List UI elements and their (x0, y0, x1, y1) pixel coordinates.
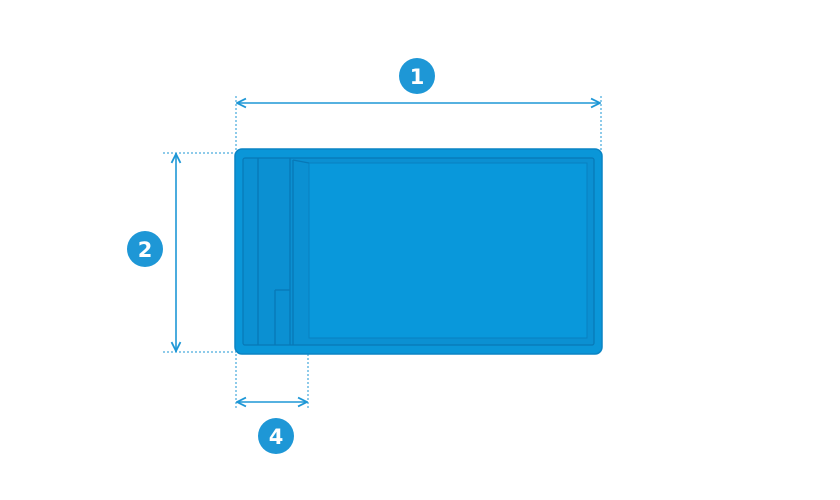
pool-floor (308, 162, 588, 339)
dimension-badge-step: 4 (258, 418, 294, 454)
badge-label-width: 2 (138, 238, 153, 262)
step-line-4 (292, 159, 310, 164)
pool-steps (257, 158, 310, 345)
pool-shape (234, 148, 603, 355)
dimension-arrows (176, 103, 600, 402)
dimension-badge-width: 2 (127, 231, 163, 267)
badge-label-step: 4 (269, 425, 284, 449)
badge-label-length: 1 (410, 65, 425, 89)
dimension-badge-length: 1 (399, 58, 435, 94)
